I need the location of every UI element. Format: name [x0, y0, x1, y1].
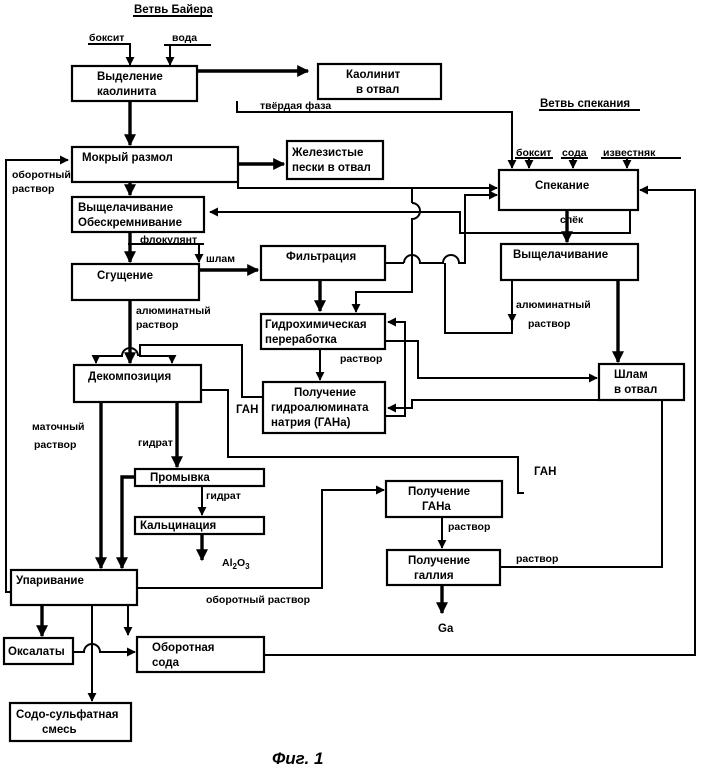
box-evaporation: Упаривание [11, 570, 137, 605]
box-iron-sands-line2: пески в отвал [292, 162, 371, 174]
box-wet-grinding-label: Мокрый размол [82, 152, 173, 164]
box-kaolin-separation-line1: Выделение [97, 71, 163, 83]
label-mother-liquor-2: раствор [34, 439, 76, 451]
box-calcination: Кальцинация [135, 517, 264, 534]
box-leaching2: Выщелачивание [501, 244, 638, 280]
label-water: вода [172, 32, 197, 44]
box-soda-sulfate-line2: смесь [42, 724, 77, 736]
box-gallium-production-line2: галлия [414, 570, 454, 582]
box-sludge-dump-line1: Шлам [614, 369, 648, 381]
box-recycled-soda-line1: Оборотная [152, 642, 215, 654]
label-hydrate2: гидрат [206, 490, 241, 502]
box-washing-label: Промывка [150, 472, 210, 484]
label-recycled-solution-left-1: оборотный [12, 169, 71, 181]
box-kaolinite-dump-line2: в отвал [356, 84, 399, 96]
label-ga: Ga [438, 623, 454, 635]
arrow-gan-loop [385, 322, 405, 416]
box-hydrochemical: Гидрохимическая переработка [261, 314, 385, 349]
box-soda-sulfate: Содо-сульфатная смесь [10, 703, 131, 741]
box-washing: Промывка [135, 469, 264, 486]
label-aluminate-solution1-1: алюминатный [136, 305, 211, 317]
label-gan2: ГАН [534, 466, 556, 478]
box-thickening-label: Сгущение [97, 270, 153, 282]
figure-caption: Фиг. 1 [272, 749, 323, 768]
label-solution1: раствор [340, 353, 382, 365]
arrow-washing-to-evaporation [122, 477, 135, 568]
label-solution2: раствор [448, 521, 490, 533]
label-soda: сода [562, 147, 587, 159]
label-solid-phase: твёрдая фаза [260, 100, 331, 112]
label-aluminate-solution1-2: раствор [136, 319, 178, 331]
label-bauxite2: боксит [516, 147, 551, 159]
box-gan-production-line2: гидроалюмината [271, 402, 369, 414]
arrow-hydrochemical-to-sludge [385, 341, 597, 378]
label-sludge: шлам [206, 253, 235, 265]
box-iron-sands: Железистые пески в отвал [287, 141, 383, 179]
box-sintering-label: Спекание [535, 180, 589, 192]
arrow-recycled-to-gan2 [137, 490, 384, 588]
box-gan-production-line3: натрия (ГАНа) [271, 417, 351, 429]
box-kaolin-separation: Выделение каолинита [72, 66, 197, 101]
label-recycled-solution-left-2: раствор [12, 183, 54, 195]
box-kaolinite-dump: Каолинит в отвал [318, 64, 441, 99]
label-aluminate-solution2-1: алюминатный [516, 299, 591, 311]
sintering-branch-title: Ветвь спекания [540, 98, 630, 110]
box-wet-grinding: Мокрый размол [72, 147, 238, 182]
box-sludge-dump: Шлам в отвал [599, 364, 684, 400]
box-evaporation-label: Упаривание [16, 575, 84, 587]
box-recycled-soda-line2: сода [152, 657, 180, 669]
box-filtration: Фильтрация [261, 246, 385, 280]
arrow-recycled-to-grinding [6, 160, 68, 592]
box-kaolin-separation-line2: каолинита [97, 86, 157, 98]
box-decomposition-label: Декомпозиция [88, 371, 171, 383]
box-thickening: Сгущение [72, 264, 199, 300]
box-oxalates: Оксалаты [4, 638, 73, 664]
label-solution3: раствор [516, 553, 558, 565]
box-calcination-label: Кальцинация [140, 520, 216, 532]
box-soda-sulfate-line1: Содо-сульфатная [16, 709, 119, 721]
box-recycled-soda: Оборотная сода [137, 637, 264, 672]
box-gan2-production-line1: Получение [408, 486, 470, 498]
box-leaching-desilication-line2: Обескремнивание [78, 217, 182, 229]
label-recycled-solution-bottom: оборотный раствор [206, 594, 310, 606]
label-gan1: ГАН [236, 404, 258, 416]
label-flocculant: флокулянт [140, 234, 197, 246]
box-leaching-desilication-line1: Выщелачивание [78, 202, 173, 214]
label-mother-liquor-1: маточный [32, 421, 85, 433]
label-bauxite1: боксит [89, 32, 124, 44]
label-aluminate-solution2-2: раствор [528, 318, 570, 330]
box-gan2-production-line2: ГАНа [422, 501, 451, 513]
box-gallium-production-line1: Получение [408, 555, 470, 567]
arrow-oxalates-to-soda [73, 644, 135, 652]
bayer-branch-title: Ветвь Байера [134, 4, 214, 16]
box-gan-production: Получение гидроалюмината натрия (ГАНа) [263, 382, 385, 433]
box-hydrochemical-line1: Гидрохимическая [265, 319, 367, 331]
box-leaching2-label: Выщелачивание [513, 249, 608, 261]
box-oxalates-label: Оксалаты [8, 646, 65, 658]
box-kaolinite-dump-line1: Каолинит [346, 69, 401, 81]
box-hydrochemical-line2: переработка [265, 334, 337, 346]
box-filtration-label: Фильтрация [286, 251, 356, 263]
label-limestone: известняк [603, 147, 656, 159]
box-gallium-production: Получение галлия [387, 550, 500, 585]
label-hydrate1: гидрат [138, 437, 173, 449]
label-cake: спёк [560, 214, 584, 226]
arrow-filtration-to-sintering [385, 195, 497, 263]
box-sintering: Спекание [499, 170, 638, 210]
box-sludge-dump-line2: в отвал [614, 384, 657, 396]
box-gan-production-line1: Получение [294, 387, 356, 399]
box-leaching-desilication: Выщелачивание Обескремнивание [72, 197, 204, 232]
box-gan2-production: Получение ГАНа [386, 481, 502, 517]
arrow-bauxite-input [88, 44, 130, 65]
box-iron-sands-line1: Железистые [291, 147, 363, 159]
box-decomposition: Декомпозиция [74, 365, 201, 402]
label-al2o3: Al2O3 [222, 557, 250, 571]
